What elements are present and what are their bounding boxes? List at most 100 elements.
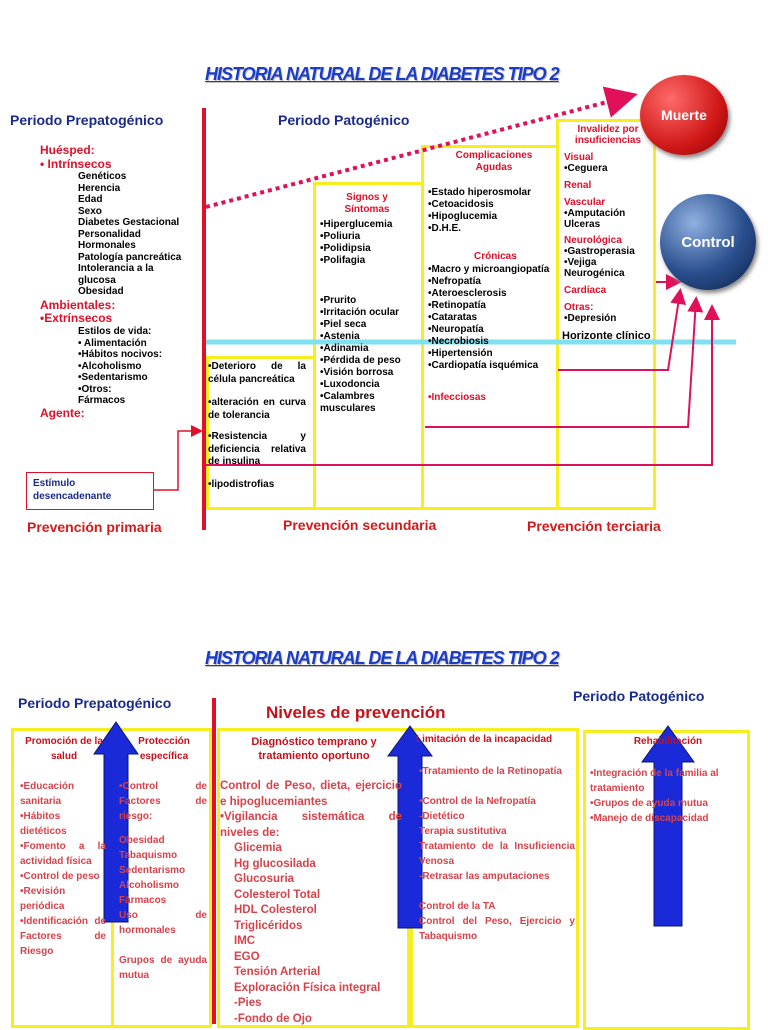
list-item: •Astenia (320, 331, 360, 342)
list-item: •Necrobiosis (428, 336, 489, 347)
list-item: •Estado hiperosmolar (428, 187, 531, 198)
ambientales-label: Ambientales: (40, 298, 116, 312)
list-item: Ulceras (564, 219, 601, 230)
list-item: Control de la TA (419, 901, 496, 912)
list-item: Sexo (78, 205, 102, 217)
visual-label: Visual (564, 152, 594, 163)
estilos-label: Estilos de vida: (78, 326, 152, 337)
prepatogenic-title: Periodo Prepatogénico (10, 112, 164, 128)
list-item: •Alcoholismo (78, 360, 142, 372)
list-item: Hg glucosilada (234, 857, 316, 870)
list-item: •Nefropatía (428, 276, 481, 287)
list-item: Personalidad (78, 228, 141, 240)
vascular-label: Vascular (564, 197, 606, 208)
list-item: •Otros: (78, 383, 112, 395)
prev-primaria: Prevención primaria (27, 519, 162, 535)
list-item: •Gastroperasia (564, 246, 635, 257)
list-item: Tratamiento de la Insuficiencia Venosa (419, 841, 575, 867)
col1-list: •Deterioro de la célula pancreática •alt… (208, 361, 306, 491)
list-item: •Cetoacidosis (428, 199, 494, 210)
bottom-patogenic-title: Periodo Patogénico (573, 688, 705, 704)
signos-list-1: •Hiperglucemia •Poliuria •Polidipsia •Po… (320, 219, 420, 267)
list-item: •Cataratas (428, 312, 478, 323)
estimulo-arrow (154, 425, 203, 491)
cardiaca-label: Cardíaca (564, 285, 607, 296)
cronicas-list: •Macro y microangiopatía •Nefropatía •At… (428, 264, 558, 372)
list-item: Glucosuria (234, 873, 295, 885)
list-item: IMC (234, 935, 256, 947)
signos-title: Signos y Síntomas (344, 192, 390, 215)
list-item: EGO (234, 950, 260, 963)
list-item: •Pérdida de peso (320, 355, 401, 366)
diag-vigilancia: •Vigilancia sistemática de niveles de: (220, 811, 402, 839)
prev-secundaria: Prevención secundaria (283, 517, 437, 533)
complicaciones-title: Complicaciones Agudas (455, 150, 533, 173)
list-item: HDL Colesterol (234, 904, 317, 916)
list-item: -Dietético (419, 811, 465, 822)
list-item: •Control de la Nefropatía (419, 796, 536, 807)
list-item: •Control de Factores de riesgo: (119, 781, 207, 822)
list-item: •lipodistrofias (208, 478, 275, 490)
huesped-label: Huésped: (40, 143, 95, 157)
list-item: Hormonales (78, 240, 136, 251)
control-label: Control (681, 233, 735, 251)
list-item: Patología pancreática (78, 251, 182, 263)
patogenic-title: Periodo Patogénico (278, 112, 410, 128)
list-item: •Cardiopatía isquémica (428, 360, 539, 371)
control-node: Control (660, 194, 756, 290)
list-item: •Luxodoncia (320, 379, 380, 390)
renal-label: Renal (564, 180, 592, 191)
list-item: •Amputación (564, 208, 626, 219)
list-item: Alcoholismo (119, 880, 180, 891)
promocion-list: •Educación sanitaria •Hábitos dietéticos… (20, 779, 106, 959)
list-item: •Macro y microangiopatía (428, 264, 550, 275)
list-item: -Retrasar las amputaciones (419, 871, 550, 882)
estilos-list: Estilos de vida: • Alimentación •Hábitos… (78, 326, 193, 407)
list-item: • Alimentación (78, 337, 147, 349)
muerte-label: Muerte (661, 107, 707, 123)
list-item: •alteración en curva de tolerancia (208, 397, 306, 421)
prev-terciaria: Prevención terciaria (527, 518, 661, 534)
list-item: Control del Peso, Ejercicio y Tabaquismo (419, 916, 575, 942)
list-item: •Piel seca (320, 319, 367, 330)
list-item: •Integración de la familia al tratamient… (590, 768, 719, 794)
list-item: •Adinamia (320, 343, 369, 354)
list-item: •Polidipsia (320, 243, 371, 254)
bottom-divider (212, 698, 216, 1024)
list-item: •Sedentarismo (78, 372, 148, 383)
horizonte-label: Horizonte clínico (562, 330, 651, 342)
cronicas-title: Crónicas (474, 251, 517, 262)
complicaciones-list: •Estado hiperosmolar •Cetoacidosis •Hipo… (428, 187, 556, 235)
list-item: •Vejiga (564, 257, 597, 268)
list-item: •Deterioro de la célula pancreática (208, 361, 306, 385)
list-item: •Tratamiento de la Retinopatía (419, 766, 562, 777)
proteccion-title: Protección específica (138, 736, 190, 762)
list-item: Intolerancia a la glucosa (78, 263, 154, 286)
agente-label: Agente: (40, 406, 85, 420)
invalidez-box (556, 119, 656, 510)
list-item: •Control de peso (20, 871, 100, 882)
list-item: Sedentarismo (119, 865, 186, 876)
list-item: •Grupos de ayuda mutua (590, 798, 708, 809)
arrow-terciaria (641, 725, 695, 927)
list-item: •Resistencia y deficiencia relativa de i… (208, 431, 306, 467)
invalidez-list: Visual •Ceguera Renal Vascular •Amputaci… (564, 152, 654, 324)
list-item: Edad (78, 194, 103, 205)
list-item: -Pies (234, 997, 262, 1009)
infecciosas: •Infecciosas (428, 392, 486, 403)
list-item: •Hipertensión (428, 348, 493, 359)
limitacion-list: •Tratamiento de la Retinopatía •Control … (419, 764, 575, 944)
list-item: •Educación sanitaria (20, 781, 75, 807)
diagnostico-list: Control de Peso, dieta, ejercicio e hipo… (220, 779, 402, 1027)
diagnostico-title: Diagnóstico temprano y tratamiento oport… (251, 736, 377, 762)
top-title: HISTORIA NATURAL DE LA DIABETES TIPO 2 (205, 64, 560, 84)
rehabilitacion-list: •Integración de la familia al tratamient… (590, 766, 744, 826)
arrow-secundaria (387, 725, 433, 929)
list-item: •Irritación ocular (320, 307, 400, 318)
proteccion-list: •Control de Factores de riesgo: Obesidad… (119, 779, 207, 983)
list-item: •Revisión periódica (20, 886, 66, 912)
list-item: Obesidad (119, 835, 165, 846)
list-item: -Fondo de Ojo (234, 1012, 312, 1025)
list-item: Uso de hormonales (119, 910, 207, 936)
muerte-node: Muerte (640, 75, 728, 155)
